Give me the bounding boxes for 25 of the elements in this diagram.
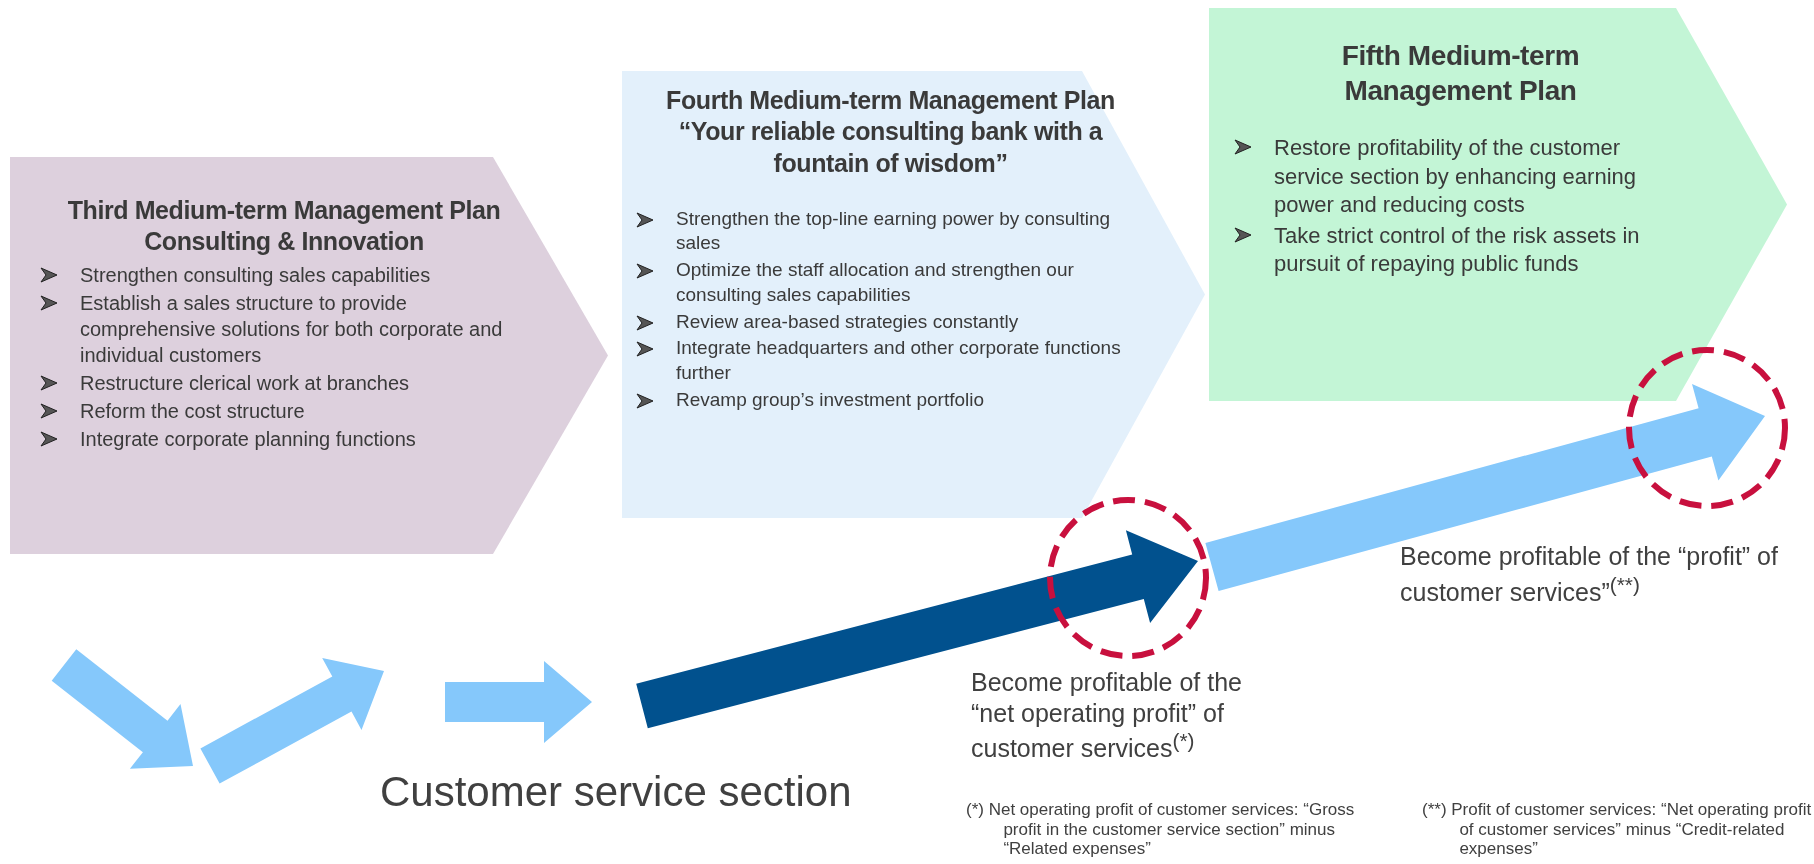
plan-heading: Third Medium-term Management Plan (66, 195, 502, 226)
bullet-text: Restructure clerical work at branches (80, 370, 409, 396)
plan-panel (622, 71, 1205, 518)
bullet-text: Strengthen consulting sales capabilities (80, 262, 431, 288)
milestone-note: Become profitable of the “net operating profit” of customer services$^{(*)}$ (971, 667, 1243, 764)
bullet-text: Take strict control of the risk assets in pursuit of repaying public funds (1274, 221, 1641, 279)
milestone-note: Become profitable of the “profit” of customer services”$^{(**)}$ (1400, 541, 1779, 608)
bullet-text: Restore profitability of the customer service section by enhancing earning power and reducing costs (1274, 134, 1637, 220)
plan-heading: Fourth Medium-term Management Plan (665, 85, 1116, 116)
bullet-text: Optimize the staff allocation and strengthen our consulting sales capabilities (676, 258, 1075, 307)
bullet-text: Review area-based strategies constantly (676, 309, 1019, 334)
plan-heading: Fifth Medium-term Management Plan (1340, 39, 1581, 108)
bullet-text: Revamp group’s investment portfolio (676, 387, 985, 412)
plan-panel (1209, 8, 1787, 401)
section-label: Customer service section (380, 767, 852, 817)
bullet-text: Establish a sales structure to provide comprehensive solutions for both corporate and individual customers (80, 290, 504, 368)
plan-subheading: “Your reliable consulting bank with a fountain of wisdom” (677, 116, 1104, 179)
bullet-text: Integrate headquarters and other corporate functions further (676, 336, 1122, 385)
bullet-text: Strengthen the top-line earning power by consulting sales (676, 206, 1112, 256)
footnote: (*) Net operating profit of customer services: “Gross profit in the customer service section” minus “Related expenses” (966, 800, 1356, 859)
plan-panel (10, 157, 608, 554)
bullet-text: Reform the cost structure (80, 398, 305, 424)
footnote: (**) Profit of customer services: “Net operating profit of customer services” minus “Credit-related expenses” (1422, 800, 1813, 859)
bullet-text: Integrate corporate planning functions (80, 426, 416, 452)
plan-subheading: Consulting & Innovation (143, 226, 425, 258)
